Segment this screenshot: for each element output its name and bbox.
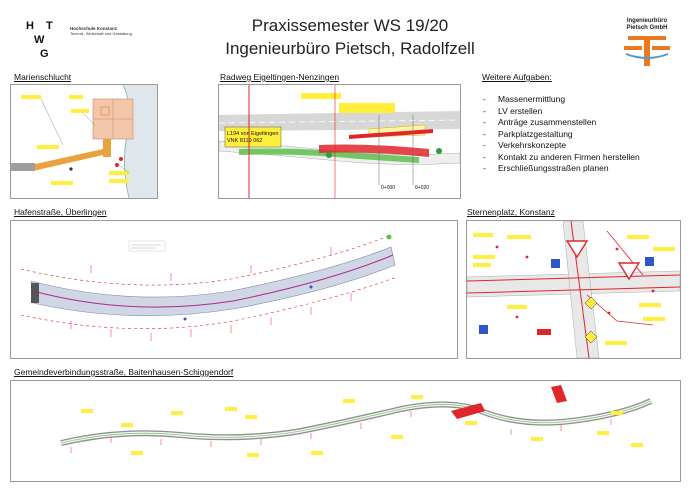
task-item: Anträge zusammenstellen <box>482 117 640 129</box>
heading-sternenplatz: Sternenplatz, Konstanz <box>467 207 555 217</box>
plan-hafenstrasse-drawing <box>11 221 457 358</box>
plan-gemeinde <box>10 380 681 482</box>
plan-marienschlucht-drawing <box>11 85 157 198</box>
logo-letter-t: T <box>46 20 53 32</box>
title-line-2: Ingenieurbüro Pietsch, Radolfzell <box>225 39 475 58</box>
company-logo-mark-icon <box>624 36 670 66</box>
company-logo-line-2: Pietsch GmbH <box>626 25 668 31</box>
plan-marienschlucht <box>10 84 158 199</box>
task-item: Kontakt zu anderen Firmen herstellen <box>482 152 640 164</box>
plan-gemeinde-drawing <box>11 381 680 481</box>
title-line-1: Praxissemester WS 19/20 <box>251 16 449 35</box>
radweg-station-2: 0+020 <box>415 185 429 191</box>
logo-letter-h: H <box>26 20 34 32</box>
company-logo-line-1: Ingenieurbüro <box>626 18 668 24</box>
radweg-station-1: 0+000 <box>381 185 395 191</box>
plan-sternenplatz <box>466 220 681 359</box>
page-title: Praxissemester WS 19/20 Ingenieurbüro Pi… <box>150 14 550 60</box>
htwg-logo-text: Hochschule Konstanz Technik, Wirtschaft … <box>70 26 140 36</box>
plan-radweg-drawing: L194 von Eigeltingen VNK 8119 062 0+000 … <box>219 85 460 198</box>
plan-hafenstrasse <box>10 220 458 359</box>
heading-weitere: Weitere Aufgaben: <box>482 72 552 82</box>
task-item: LV erstellen <box>482 106 640 118</box>
plan-sternenplatz-drawing <box>467 221 680 358</box>
radweg-vnk-label: VNK 8119 062 <box>227 138 262 144</box>
plan-radweg: L194 von Eigeltingen VNK 8119 062 0+000 … <box>218 84 461 199</box>
heading-marienschlucht: Marienschlucht <box>14 72 72 82</box>
task-item: Massenermittlung <box>482 94 640 106</box>
logo-letter-w: W <box>34 34 45 46</box>
tasks-list: Massenermittlung LV erstellen Anträge zu… <box>482 94 640 175</box>
heading-radweg: Radweg Eigeltingen-Nenzingen <box>220 72 340 82</box>
radweg-road-label: L194 von Eigeltingen <box>227 131 278 137</box>
heading-hafenstrasse: Hafenstraße, Überlingen <box>14 207 107 217</box>
logo-school: Hochschule Konstanz <box>70 26 118 31</box>
company-logo: Ingenieurbüro Pietsch GmbH <box>620 18 674 70</box>
task-item: Verkehrskonzepte <box>482 140 640 152</box>
logo-letter-g: G <box>40 48 49 60</box>
heading-gemeinde: Gemeindeverbindungsstraße, Baitenhausen-… <box>14 367 234 377</box>
htwg-logo: H T W G <box>24 16 68 60</box>
task-item: Erschließungsstraßen planen <box>482 163 640 175</box>
logo-tagline: Technik, Wirtschaft und Gestaltung <box>70 31 132 36</box>
task-item: Parkplatzgestaltung <box>482 129 640 141</box>
